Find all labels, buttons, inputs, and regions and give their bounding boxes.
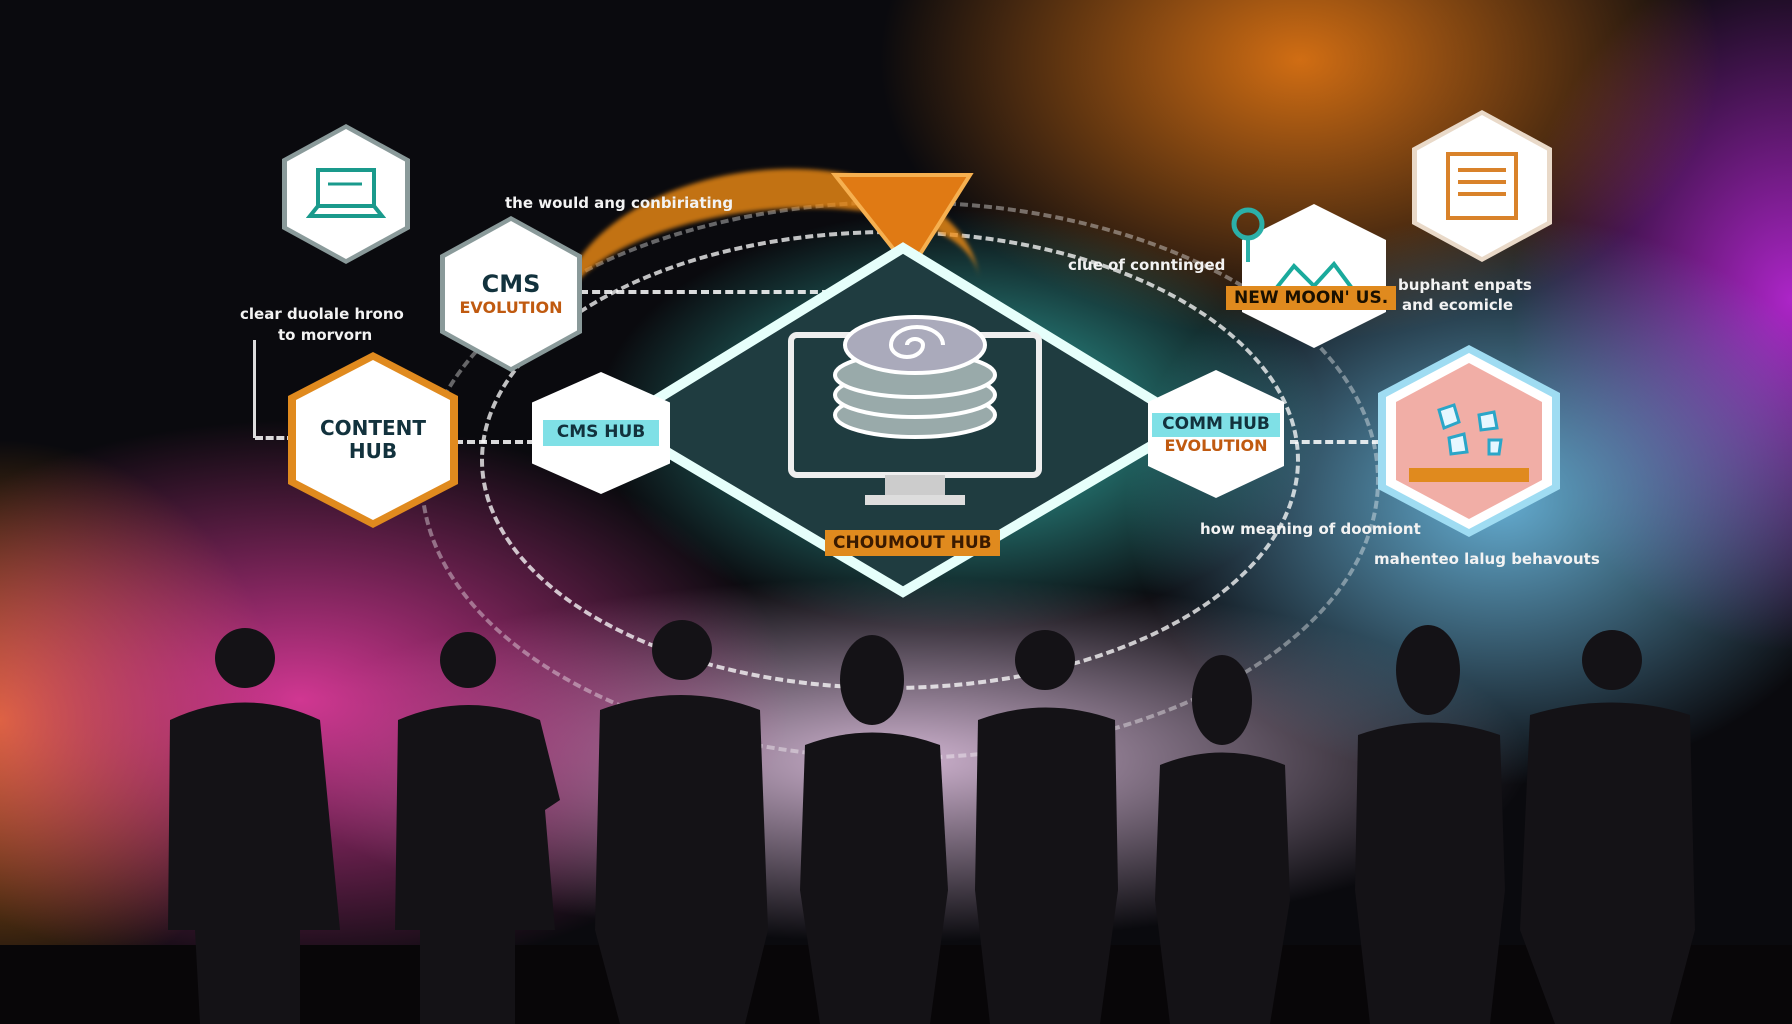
note-right-2: and ecomicle [1402,296,1514,314]
arrow-head-icon [830,173,974,274]
person-silhouette [1520,630,1695,1024]
node-subtitle: EVOLUTION [1164,435,1268,455]
node-title: CONTENT [319,416,427,440]
node-subtitle: EVOLUTION [459,297,563,317]
person-silhouette [975,630,1118,1024]
connector [580,290,830,294]
node-title: CMS HUB [542,420,660,446]
new-moon-node[interactable] [1242,204,1386,348]
person-silhouette [168,628,340,1024]
person-silhouette [800,635,948,1024]
node-title: CMS [481,270,541,298]
person-silhouette [595,620,768,1024]
person-silhouette [1355,625,1505,1024]
node-subtitle: HUB [348,439,398,463]
note-right-1: buphant enpats [1398,276,1532,294]
audience [168,620,1695,1024]
note-top: the would ang conbiriating [505,194,734,212]
monitor-database-icon [788,315,1042,505]
cms-hub-node[interactable]: CMS HUB [532,372,670,494]
gems-node-inner [1396,363,1542,519]
laptop-icon [306,168,386,218]
person-silhouette [1155,655,1290,1024]
orange-bar [1409,468,1529,482]
new-moon-label: NEW MOON' US. [1226,286,1397,310]
connector [455,440,535,444]
note-bottom-1: how meaning of doomiont [1200,520,1421,538]
node-title: COMM HUB [1152,413,1280,437]
connector [253,340,256,438]
center-hub-label: CHOUMOUT HUB [825,530,1000,556]
note-bottom-2: mahenteo lalug behavouts [1374,550,1600,568]
document-icon [1446,152,1518,220]
note-right-top: clue of conntinged [1068,256,1226,274]
note-left-2: to morvorn [278,326,373,344]
note-left-1: clear duolale hrono [240,305,404,323]
connector [1290,440,1380,444]
connector [255,436,295,440]
crystals-icon [1437,403,1503,456]
person-silhouette [395,632,560,1024]
pin-icon [1231,207,1265,262]
